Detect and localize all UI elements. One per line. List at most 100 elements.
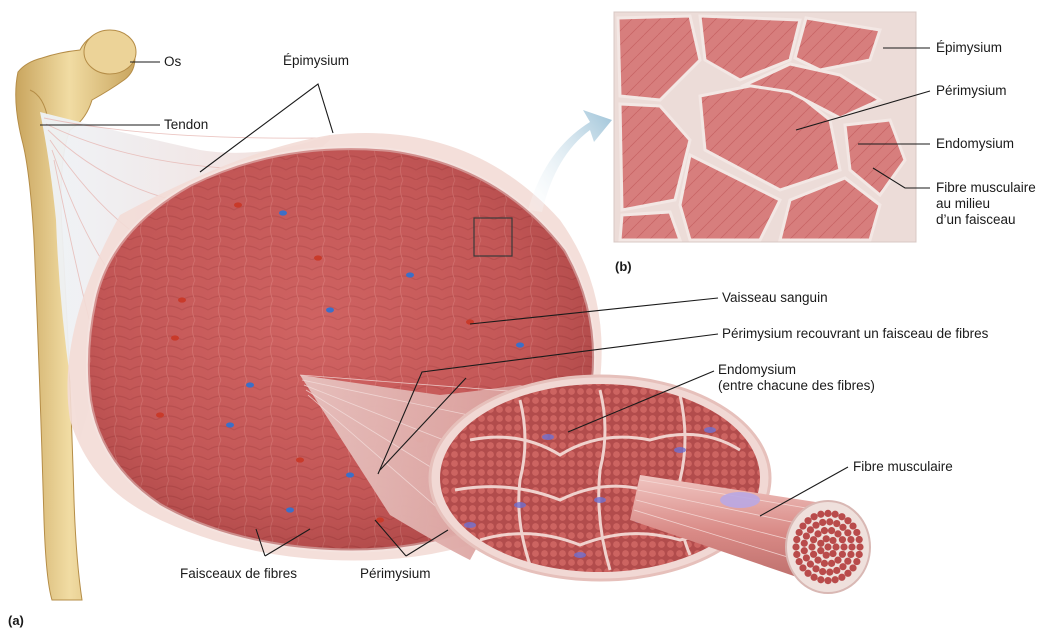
label-b-endomysium: Endomysium (936, 136, 1014, 152)
myofibril (834, 530, 841, 537)
myofibril (811, 574, 818, 581)
myofibril (829, 537, 836, 544)
nucleus (464, 522, 476, 528)
myofibril (833, 520, 840, 527)
myofibril (832, 511, 839, 518)
magnify-arrow (528, 110, 612, 212)
myofibril (826, 518, 833, 525)
myofibril (812, 565, 819, 572)
myofibril (819, 568, 826, 575)
myofibril (808, 543, 815, 550)
blood-vessel (171, 335, 179, 340)
blood-vessel (178, 297, 186, 302)
myofibril (801, 540, 808, 547)
myofibril (807, 561, 814, 568)
blood-vessel (246, 382, 254, 387)
myofibril (811, 513, 818, 520)
myofibril (823, 535, 830, 542)
micrograph (614, 12, 916, 242)
myofibril (844, 529, 851, 536)
myofibril (849, 522, 856, 529)
myofibril (821, 527, 828, 534)
myofibril (839, 563, 846, 570)
label-perimysium: Périmysium (360, 566, 431, 582)
label-endomysium: Endomysium (entre chacune des fibres) (718, 362, 875, 394)
myofibril (833, 567, 840, 574)
panel-letter-a: (a) (8, 613, 24, 629)
myofibril (796, 529, 803, 536)
myofibril (856, 536, 863, 543)
myofibril (824, 577, 831, 584)
myofibril (810, 551, 817, 558)
myofibril (844, 558, 851, 565)
myofibril (839, 524, 846, 531)
myofibril (807, 526, 814, 533)
myofibril (847, 536, 854, 543)
myofibril (853, 558, 860, 565)
nucleus (704, 427, 716, 433)
myofibril (799, 564, 806, 571)
myofibril (840, 543, 847, 550)
myofibril (824, 510, 831, 517)
myofibril (856, 543, 863, 550)
myofibril (817, 576, 824, 583)
label-faisceaux-de-fibres: Faisceaux de fibres (180, 566, 297, 582)
myofibril (796, 558, 803, 565)
myofibril (838, 574, 845, 581)
myofibril (832, 576, 839, 583)
blood-vessel (226, 422, 234, 427)
myofibril (824, 543, 831, 550)
myofibril (814, 557, 821, 564)
myofibril (793, 551, 800, 558)
myofibril (848, 543, 855, 550)
myofibril (810, 536, 817, 543)
blood-vessel (346, 472, 354, 477)
label-vaisseau-sanguin: Vaisseau sanguin (722, 290, 828, 306)
myofibril (819, 519, 826, 526)
myofibril (844, 517, 851, 524)
nucleus (542, 434, 554, 440)
myofibril (799, 522, 806, 529)
myofibril (812, 522, 819, 529)
myofibril (792, 543, 799, 550)
myofibril (856, 551, 863, 558)
myofibril (817, 511, 824, 518)
label-os: Os (164, 54, 181, 70)
panel-letter-b: (b) (615, 259, 632, 275)
label-b-epimysium: Épimysium (936, 40, 1002, 56)
myofibril (832, 543, 839, 550)
label-b-perimysium: Périmysium (936, 83, 1007, 99)
myofibril (828, 527, 835, 534)
myofibril (838, 513, 845, 520)
myofibril (853, 529, 860, 536)
myofibril (821, 560, 828, 567)
blood-vessel (326, 307, 334, 312)
blood-vessel (314, 255, 322, 260)
label-tendon: Tendon (164, 117, 208, 133)
nucleus (514, 502, 526, 508)
myofibril (817, 547, 824, 554)
myofibril (803, 532, 810, 539)
blood-vessel (516, 342, 524, 347)
blood-vessel (286, 507, 294, 512)
myofibril (847, 551, 854, 558)
myofibril (839, 551, 846, 558)
nucleus (594, 497, 606, 503)
blood-vessel (406, 272, 414, 277)
blood-vessel (296, 457, 304, 462)
myofibril (804, 517, 811, 524)
label-perimysium-recouvrant: Périmysium recouvrant un faisceau de fib… (722, 326, 988, 342)
myofibril (814, 530, 821, 537)
myofibril (839, 536, 846, 543)
myofibril (829, 550, 836, 557)
blood-vessel (156, 412, 164, 417)
myofibril (834, 557, 841, 564)
myofibril (828, 560, 835, 567)
nucleus (574, 552, 586, 558)
label-b-fibre-centre: Fibre musculaire au milieu d’un faisceau (936, 180, 1036, 228)
myofibril (803, 554, 810, 561)
myofibril (849, 564, 856, 571)
nucleus (674, 447, 686, 453)
